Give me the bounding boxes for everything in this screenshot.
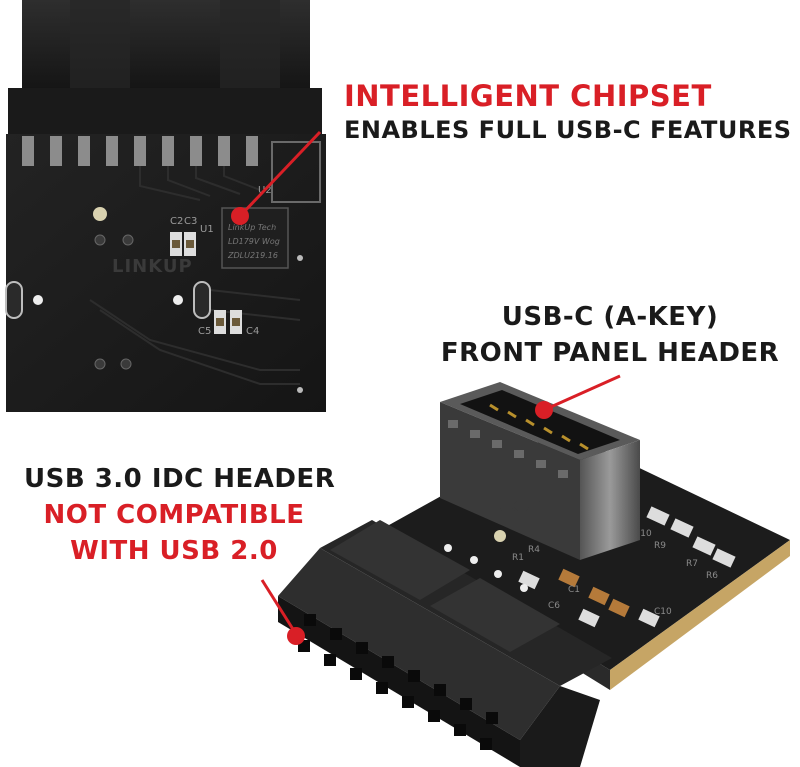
silk-c3: C3 <box>184 216 197 227</box>
top-holes <box>5 207 303 393</box>
silk-r9: R9 <box>654 541 666 551</box>
top-board: LinkUp Tech LD179V Wog ZDLU219.16 U2 U1 … <box>5 0 326 412</box>
pcb-edge-gold <box>610 540 790 690</box>
idc-header <box>278 520 612 767</box>
silk-r1: R1 <box>512 553 524 563</box>
top-brand-watermark: LINKUP <box>112 256 193 277</box>
silk-c5: C5 <box>198 326 211 337</box>
top-pins <box>22 136 258 166</box>
bottom-brand-watermark: LINKUP <box>478 499 543 515</box>
idc-callout-line1: USB 3.0 IDC HEADER <box>24 464 336 494</box>
silk-r4: R4 <box>528 545 540 555</box>
bottom-board: R10 R9 R7 R6 R1 R4 C1 C10 C6 <box>260 374 790 767</box>
bottom-components <box>444 506 736 628</box>
u2-outline <box>271 141 321 203</box>
silk-r10: R10 <box>634 529 652 539</box>
chip-text-1: LinkUp Tech <box>228 223 276 232</box>
usbc-front-panel-header <box>440 382 640 560</box>
chipset-callout-subtitle: ENABLES FULL USB-C FEATURES <box>344 116 792 144</box>
idc-pointer-line <box>260 579 298 635</box>
idc-pointer-dot <box>287 627 305 645</box>
top-traces <box>89 166 301 385</box>
silk-c4: C4 <box>246 326 259 337</box>
idc-callout-line2: NOT COMPATIBLE <box>43 500 305 530</box>
silk-c1: C1 <box>568 585 580 595</box>
chipset-pointer-dot <box>231 207 249 225</box>
chip-text-3: ZDLU219.16 <box>227 251 278 260</box>
front-panel-callout-line2: FRONT PANEL HEADER <box>440 338 780 368</box>
chipset-callout-title: INTELLIGENT CHIPSET <box>344 79 712 113</box>
front-panel-callout-line1: USB-C (A-KEY) <box>501 302 719 332</box>
top-connector-base <box>8 88 322 136</box>
silk-r7: R7 <box>686 559 698 569</box>
idc-callout-line3: WITH USB 2.0 <box>70 536 278 566</box>
silk-c10: C10 <box>654 607 672 617</box>
usbc-pointer-line <box>543 374 621 412</box>
silk-u1: U1 <box>200 224 214 235</box>
silk-r6: R6 <box>706 571 718 581</box>
silk-c6: C6 <box>548 601 560 611</box>
usbc-pointer-dot <box>535 401 553 419</box>
top-capacitors <box>170 232 242 334</box>
chip-text-2: LD179V Wog <box>228 237 280 246</box>
silk-c2: C2 <box>170 216 183 227</box>
chipset-pointer-line <box>240 130 322 216</box>
